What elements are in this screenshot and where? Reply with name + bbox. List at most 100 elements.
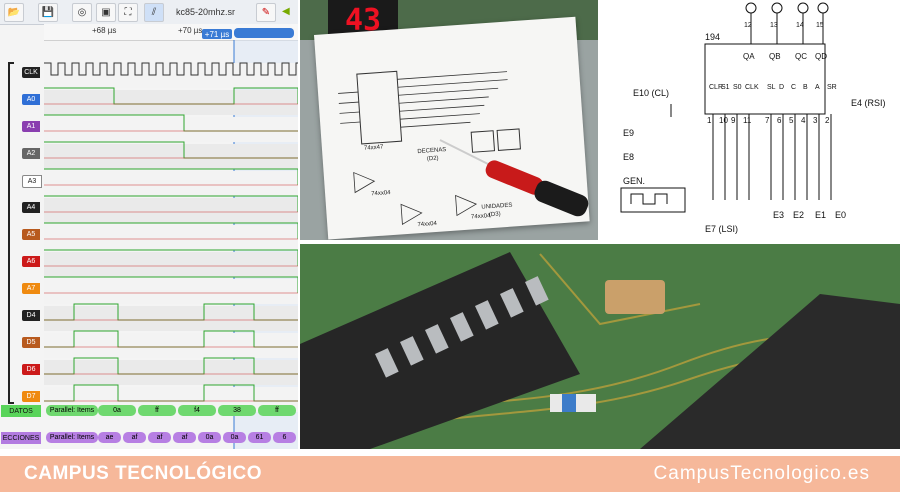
decoder-item[interactable]: 0a xyxy=(223,432,246,443)
output-label: QC xyxy=(795,52,807,61)
channel-row xyxy=(44,252,298,277)
signal-wave xyxy=(44,222,298,239)
decoder-item[interactable]: af xyxy=(173,432,196,443)
bottom-input-label: E1 xyxy=(815,210,827,220)
output-terminal xyxy=(817,2,829,14)
channel-label-d6[interactable]: D6 xyxy=(22,364,40,375)
pin-label: D xyxy=(779,84,785,91)
decoder-item[interactable]: ae xyxy=(98,432,121,443)
pin-number: 9 xyxy=(731,116,736,125)
svg-text:194: 194 xyxy=(705,32,720,42)
zoom-icon[interactable]: ⛶ xyxy=(118,3,138,22)
channel-label-a6[interactable]: A6 xyxy=(22,256,40,267)
pin-number: 1 xyxy=(707,116,712,125)
pin-number: 6 xyxy=(777,116,782,125)
signal-wave xyxy=(44,195,298,212)
save-file-icon[interactable]: 💾 xyxy=(38,3,58,22)
channel-label-a5[interactable]: A5 xyxy=(22,229,40,240)
decoder-item[interactable]: af xyxy=(148,432,171,443)
brand-url[interactable]: CampusTecnologico.es xyxy=(653,463,870,484)
pin-number-top: 13 xyxy=(770,22,778,29)
open-file-icon[interactable]: 📂 xyxy=(4,3,24,22)
bottom-input-label: E3 xyxy=(773,210,785,220)
channel-label-a3[interactable]: A3 xyxy=(22,175,42,188)
signal-wave xyxy=(44,168,298,185)
decoder-item[interactable]: ff xyxy=(258,405,296,416)
decoder-item[interactable]: 61 xyxy=(248,432,271,443)
cursor-label[interactable]: +71 µs xyxy=(202,29,232,39)
clk-wave xyxy=(44,62,298,76)
pin-number: 3 xyxy=(813,116,818,125)
ruler-t1: +68 µs xyxy=(92,26,117,35)
cursor-icon[interactable]: ⫽ xyxy=(144,3,164,22)
decoder-item[interactable]: 6 xyxy=(273,432,296,443)
channel-label-a1[interactable]: A1 xyxy=(22,121,40,132)
input-label: E10 (CL) xyxy=(633,88,670,98)
pin-number: 7 xyxy=(765,116,770,125)
channel-row xyxy=(44,117,298,142)
input-label: E7 (LSI) xyxy=(705,224,739,234)
svg-text:74xx47: 74xx47 xyxy=(364,144,384,151)
output-terminal xyxy=(797,2,809,14)
brand-title: CAMPUS TECNOLÓGICO xyxy=(24,463,263,484)
pin-number: 2 xyxy=(825,116,830,125)
decoder-item[interactable]: 0a xyxy=(198,432,221,443)
pin-number-top: 14 xyxy=(796,22,804,29)
pin-label: B xyxy=(803,84,808,91)
channel-label-a7[interactable]: A7 xyxy=(22,283,40,294)
run-icon[interactable]: ◎ xyxy=(72,3,92,22)
channel-label-clk[interactable]: CLK xyxy=(22,67,40,78)
output-terminal xyxy=(745,2,757,14)
channel-label-a4[interactable]: A4 xyxy=(22,202,40,213)
input-label: E8 xyxy=(623,152,635,162)
probe-icon[interactable]: ✎ xyxy=(256,3,276,22)
waveform-area[interactable] xyxy=(44,40,298,449)
board-photo: 43 DECENAS (D2) UNIDADES (D3) 74xx47 74x… xyxy=(300,0,598,240)
channel-label-d5[interactable]: D5 xyxy=(22,337,40,348)
footer-banner: CAMPUS TECNOLÓGICO CampusTecnologico.es xyxy=(0,456,900,492)
pin-label: CLR xyxy=(709,84,724,91)
decoder-item[interactable]: 0a xyxy=(98,405,136,416)
svg-text:74xx04: 74xx04 xyxy=(371,190,391,197)
output-label: QB xyxy=(769,52,781,61)
decoder-item[interactable]: af xyxy=(123,432,146,443)
decoder-item[interactable]: 38 xyxy=(218,405,256,416)
pin-label: S0 xyxy=(733,84,742,91)
chips-photo xyxy=(300,244,900,449)
decoder-item[interactable]: ff xyxy=(138,405,176,416)
logic-analyzer-panel: 📂 💾 ◎ ▣ ⛶ ⫽ kc85-20mhz.sr ✎ ◀ +68 µs +70… xyxy=(0,0,298,449)
channel-row xyxy=(44,171,298,196)
channel-row xyxy=(44,279,298,304)
bottom-input-label: E2 xyxy=(793,210,805,220)
svg-text:74xx04: 74xx04 xyxy=(471,213,491,220)
decoder-item[interactable]: f4 xyxy=(178,405,216,416)
channel-label-d7[interactable]: D7 xyxy=(22,391,40,402)
channel-names xyxy=(0,40,44,449)
channel-label-a2[interactable]: A2 xyxy=(22,148,40,159)
decoder-item[interactable]: Parallel: Items xyxy=(46,405,98,416)
schematic-paper: DECENAS (D2) UNIDADES (D3) 74xx47 74xx04… xyxy=(314,16,590,240)
input-label: E9 xyxy=(623,128,635,138)
svg-text:(D2): (D2) xyxy=(427,156,439,163)
channel-row xyxy=(44,306,298,331)
svg-text:(D3): (D3) xyxy=(489,211,501,218)
toolbar: 📂 💾 ◎ ▣ ⛶ ⫽ kc85-20mhz.sr ✎ ◀ xyxy=(0,0,298,25)
channel-row xyxy=(44,333,298,358)
signal-wave xyxy=(44,276,298,293)
bottom-input-label: E0 xyxy=(835,210,847,220)
cursor-range[interactable] xyxy=(234,28,294,38)
channel-row xyxy=(44,225,298,250)
arrow-icon[interactable]: ◀ xyxy=(282,6,290,17)
svg-text:74xx04: 74xx04 xyxy=(417,221,437,228)
datos-label: DATOS xyxy=(1,405,41,417)
pin-number: 10 xyxy=(719,116,728,125)
decoder-item[interactable]: Parallel: Items xyxy=(46,432,98,443)
pin-label: CLK xyxy=(745,84,759,91)
channel-label-a0[interactable]: A0 xyxy=(22,94,40,105)
pin-number: 5 xyxy=(789,116,794,125)
channel-label-d4[interactable]: D4 xyxy=(22,310,40,321)
svg-text:DECENAS: DECENAS xyxy=(417,147,446,155)
stop-icon[interactable]: ▣ xyxy=(96,3,116,22)
file-name[interactable]: kc85-20mhz.sr xyxy=(176,6,236,17)
